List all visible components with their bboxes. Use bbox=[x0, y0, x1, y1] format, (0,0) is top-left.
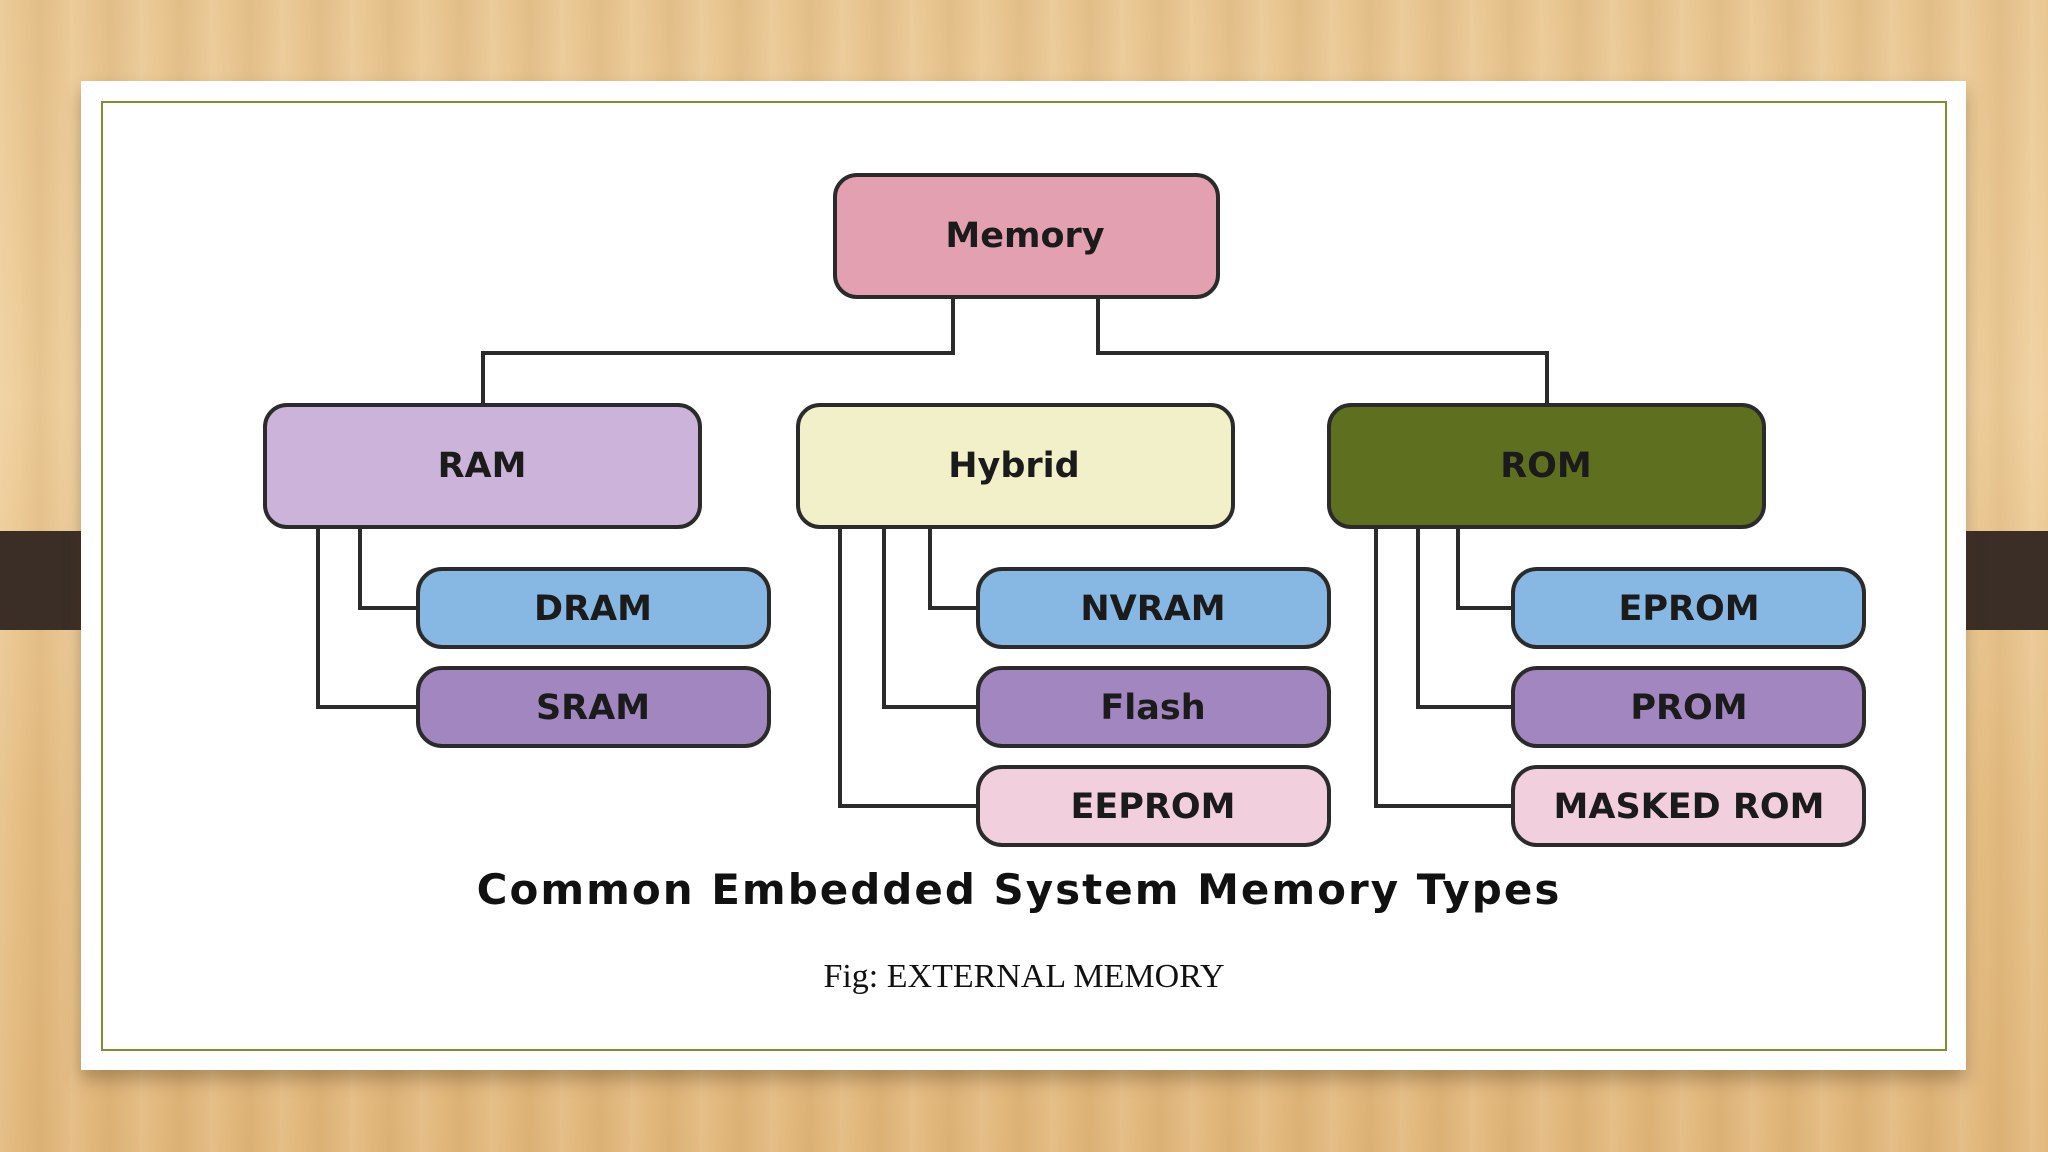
node-hybrid-box bbox=[796, 403, 1235, 529]
node-rom-label: ROM bbox=[1500, 446, 1592, 486]
node-rom: ROM bbox=[1327, 403, 1766, 529]
connector-ram-dram bbox=[358, 527, 418, 610]
connector-ram-sram bbox=[316, 527, 418, 709]
connector-memory-ram bbox=[481, 298, 955, 405]
node-nvram-label: NVRAM bbox=[1080, 589, 1225, 629]
node-flash: Flash bbox=[976, 666, 1331, 748]
connectors bbox=[316, 298, 1549, 808]
node-rom-box bbox=[1327, 403, 1766, 529]
connector-rom-prom bbox=[1416, 527, 1513, 709]
connector-hybrid-nvram bbox=[928, 527, 978, 610]
diagram-title: Common Embedded System Memory Types bbox=[477, 865, 1562, 914]
node-memory-box bbox=[833, 173, 1220, 299]
node-hybrid-label: Hybrid bbox=[948, 446, 1079, 486]
node-sram-box bbox=[416, 666, 771, 748]
node-eeprom: EEPROM bbox=[976, 765, 1331, 847]
node-dram-box bbox=[416, 567, 771, 649]
node-dram-label: DRAM bbox=[534, 589, 652, 629]
connector-hybrid-eeprom bbox=[838, 527, 978, 808]
connector-hybrid-flash bbox=[882, 527, 978, 709]
connector-rom-masked-rom bbox=[1374, 527, 1513, 808]
node-eeprom-box bbox=[976, 765, 1331, 847]
node-ram: RAM bbox=[263, 403, 702, 529]
node-memory-label: Memory bbox=[945, 216, 1104, 256]
connector-memory-rom bbox=[1096, 298, 1549, 405]
node-ram-box bbox=[263, 403, 702, 529]
node-dram: DRAM bbox=[416, 567, 771, 649]
node-nvram-box bbox=[976, 567, 1331, 649]
node-eprom-label: EPROM bbox=[1618, 589, 1759, 629]
node-eprom-box bbox=[1511, 567, 1866, 649]
node-eprom: EPROM bbox=[1511, 567, 1866, 649]
node-eeprom-label: EEPROM bbox=[1070, 787, 1235, 827]
node-masked-rom-box bbox=[1511, 765, 1866, 847]
node-prom-label: PROM bbox=[1630, 688, 1747, 728]
node-prom: PROM bbox=[1511, 666, 1866, 748]
node-flash-label: Flash bbox=[1100, 688, 1205, 728]
node-ram-label: RAM bbox=[438, 446, 527, 486]
node-hybrid: Hybrid bbox=[796, 403, 1235, 529]
node-nvram: NVRAM bbox=[976, 567, 1331, 649]
slide-frame bbox=[101, 101, 1947, 1051]
node-masked-rom-label: MASKED ROM bbox=[1554, 787, 1825, 827]
node-flash-box bbox=[976, 666, 1331, 748]
node-sram-label: SRAM bbox=[536, 688, 650, 728]
node-masked-rom: MASKED ROM bbox=[1511, 765, 1866, 847]
connector-rom-eprom bbox=[1456, 527, 1513, 610]
node-prom-box bbox=[1511, 666, 1866, 748]
node-memory: Memory bbox=[833, 173, 1220, 299]
figure-caption: Fig: EXTERNAL MEMORY bbox=[823, 958, 1225, 995]
node-sram: SRAM bbox=[416, 666, 771, 748]
